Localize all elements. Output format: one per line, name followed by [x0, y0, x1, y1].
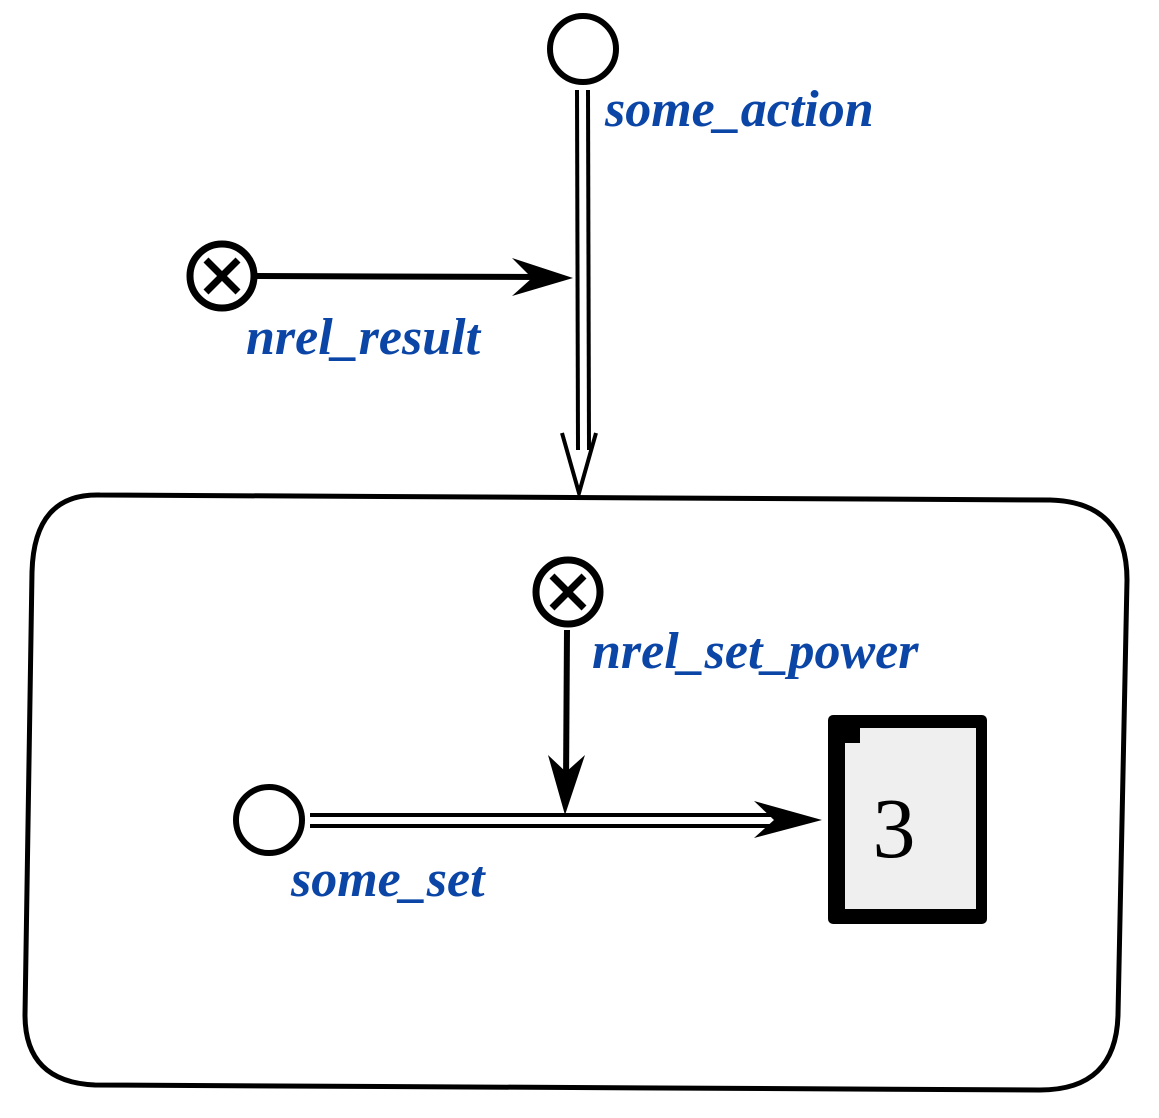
- some-action-label: some_action: [604, 81, 874, 138]
- link-document-icon[interactable]: [828, 715, 987, 924]
- some-set-node-icon[interactable]: [233, 784, 305, 856]
- some-set-to-link-arc: [310, 801, 822, 838]
- link-value-text: 3: [873, 780, 916, 876]
- nrel-result-label: nrel_result: [246, 309, 482, 366]
- structure-contour: [22, 492, 1130, 1093]
- some-action-node-icon[interactable]: [547, 13, 619, 85]
- nrel-set-power-arc: [548, 629, 585, 815]
- nrel-result-node-icon[interactable]: [186, 240, 258, 312]
- nrel-set-power-label: nrel_set_power: [592, 623, 919, 680]
- nrel-result-arc: [256, 258, 573, 296]
- some-set-label: some_set: [290, 851, 486, 908]
- some-action-to-structure-arc: [560, 89, 598, 501]
- nrel-set-power-node-icon[interactable]: [532, 556, 604, 628]
